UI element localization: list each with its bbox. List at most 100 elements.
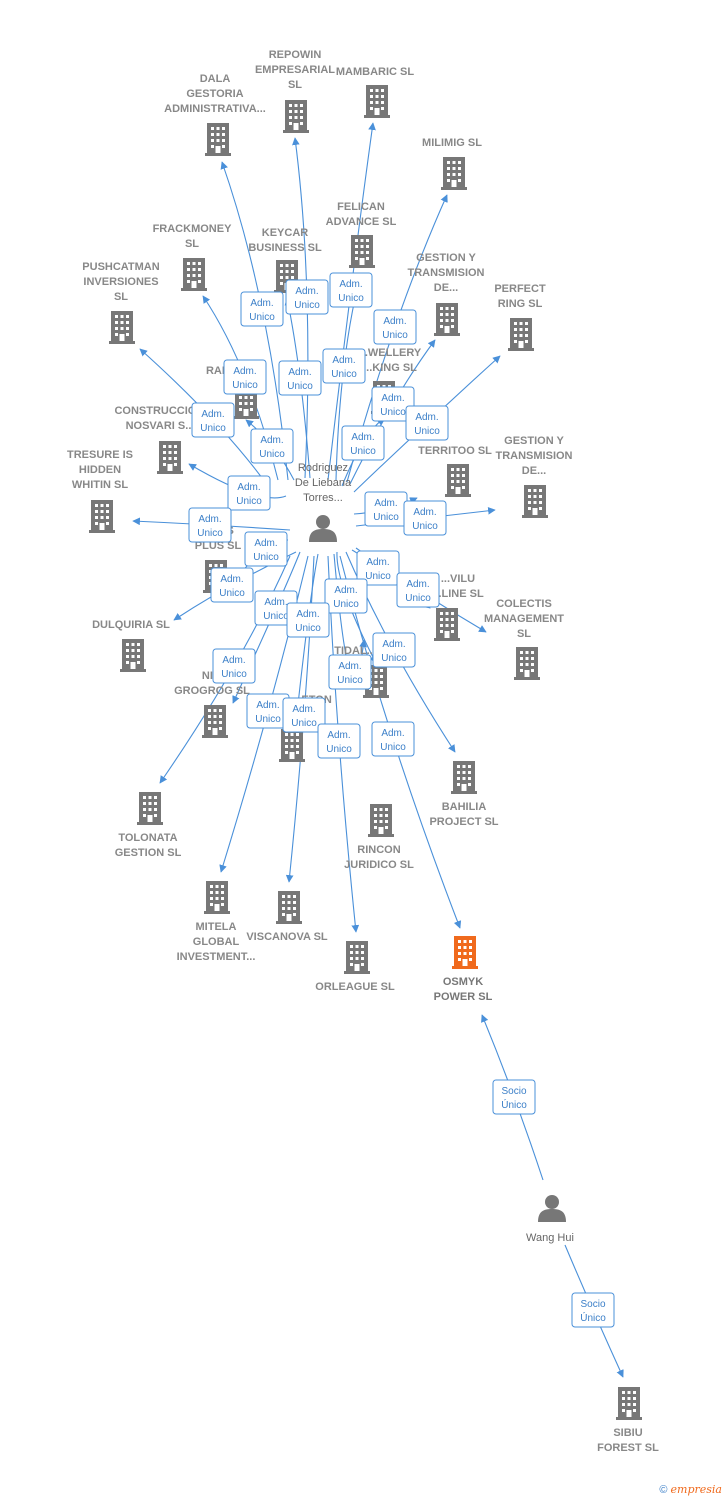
relation-badge[interactable]: Adm.Unico bbox=[286, 602, 330, 638]
company-label: TRESURE IS bbox=[67, 449, 133, 461]
relation-badge[interactable]: Adm.Unico bbox=[191, 402, 235, 438]
relation-badge-label: Adm. bbox=[292, 704, 315, 715]
relation-badge[interactable]: Adm.Unico bbox=[223, 359, 267, 395]
relation-badge-label: Unico bbox=[263, 611, 289, 622]
relation-badge[interactable]: Adm.Unico bbox=[356, 550, 400, 586]
company-label: TRANSMISION bbox=[496, 450, 573, 462]
relation-badge[interactable]: Adm.Unico bbox=[371, 721, 415, 757]
relation-badge[interactable]: Adm.Unico bbox=[250, 428, 294, 464]
building-icon bbox=[445, 464, 471, 497]
relation-badge-label: Unico bbox=[253, 552, 279, 563]
company-label: DULQUIRIA SL bbox=[92, 619, 170, 631]
relation-badge[interactable]: Adm. Unico bbox=[329, 272, 373, 308]
company-node-c3[interactable]: DALAGESTORIAADMINISTRATIVA... bbox=[164, 73, 266, 156]
relation-badge-label: Adm. bbox=[256, 700, 279, 711]
relation-badge[interactable]: Adm.Unico bbox=[285, 279, 329, 315]
company-label: EMPRESARIAL bbox=[255, 64, 335, 76]
relation-badge-label: Unico bbox=[326, 744, 352, 755]
relation-badge[interactable]: Adm.Unico bbox=[246, 693, 290, 729]
company-node-c14[interactable]: TERRITOO SL bbox=[418, 445, 492, 497]
relation-badge[interactable]: Adm.Unico bbox=[212, 648, 256, 684]
relation-badge-label: Unico bbox=[197, 528, 223, 539]
relation-badge-label: Adm. bbox=[415, 412, 438, 423]
relation-badge-label: Unico bbox=[219, 588, 245, 599]
relation-badge[interactable]: Adm.Unico bbox=[364, 491, 408, 527]
company-node-c21[interactable]: TIDAL... bbox=[334, 645, 389, 698]
company-node-c4[interactable]: MILIMIG SL bbox=[422, 137, 482, 190]
company-node-c28[interactable]: VISCANOVA SL bbox=[246, 891, 328, 943]
company-node-c29[interactable]: ORLEAGUE SL bbox=[315, 941, 395, 993]
building-icon bbox=[508, 318, 534, 351]
building-icon bbox=[120, 639, 146, 672]
company-node-c20[interactable]: DULQUIRIA SL bbox=[92, 619, 170, 672]
building-icon bbox=[204, 881, 230, 914]
company-label: CONSTRUCCIO... bbox=[114, 405, 205, 417]
relation-badge-label: Unico bbox=[200, 423, 226, 434]
relation-badge[interactable]: Adm.Unico bbox=[328, 654, 372, 690]
company-label: SL bbox=[185, 238, 199, 250]
company-node-c15[interactable]: GESTION YTRANSMISIONDE... bbox=[496, 435, 573, 518]
relation-badge-box bbox=[322, 348, 366, 384]
relation-badge-label: Unico bbox=[338, 293, 364, 304]
relation-badge-label: Unico bbox=[350, 446, 376, 457]
relation-badge[interactable]: Adm. Unico bbox=[210, 567, 254, 603]
company-node-c2[interactable]: MAMBARIC SL bbox=[336, 66, 414, 118]
relation-badge[interactable]: Adm.Unico bbox=[244, 531, 288, 567]
relation-badge[interactable]: Adm.Unico bbox=[403, 500, 447, 536]
company-node-c12[interactable]: ...WELLERY...KING SL bbox=[359, 347, 422, 414]
relation-badge[interactable]: Adm.Unico bbox=[240, 291, 284, 327]
relation-badge[interactable]: Adm.Unico bbox=[371, 386, 415, 422]
company-node-c27[interactable]: MITELAGLOBALINVESTMENT... bbox=[177, 881, 256, 963]
relation-badge[interactable]: Adm.Unico bbox=[372, 632, 416, 668]
relation-badge[interactable]: Adm.Unico bbox=[324, 578, 368, 614]
relation-badge[interactable]: Adm.Unico bbox=[405, 405, 449, 441]
company-label: TOLONATA bbox=[118, 832, 177, 844]
relation-badge-label: Adm. bbox=[220, 574, 243, 585]
person-node-p2[interactable]: Wang Hui bbox=[526, 1195, 574, 1244]
company-node-c8[interactable]: GESTION YTRANSMISIONDE... bbox=[408, 252, 485, 336]
company-label: GLOBAL bbox=[193, 936, 240, 948]
company-label: INVESTMENT... bbox=[177, 951, 256, 963]
relation-badge[interactable]: Adm.Unico bbox=[282, 697, 326, 733]
company-label: WHITIN SL bbox=[72, 479, 128, 491]
relation-badge-box bbox=[571, 1292, 615, 1328]
relation-badge[interactable]: Adm.Unico bbox=[322, 348, 366, 384]
company-node-c13[interactable]: CONSTRUCCIO...NOSVARI S... bbox=[114, 405, 206, 474]
relation-badge[interactable]: Adm.Unico bbox=[227, 475, 271, 511]
relation-badge-label: Adm. bbox=[295, 286, 318, 297]
company-label: MANAGEMENT bbox=[484, 613, 564, 625]
company-node-c18[interactable]: ...VILU...LINE SL bbox=[432, 573, 484, 641]
relation-badge[interactable]: Adm.Unico bbox=[341, 425, 385, 461]
relation-badge[interactable]: Adm.Unico bbox=[317, 723, 361, 759]
building-icon bbox=[616, 1387, 642, 1420]
building-icon bbox=[344, 941, 370, 974]
relation-badge-label: Adm. bbox=[339, 279, 362, 290]
relation-badge[interactable]: Adm.Unico bbox=[188, 507, 232, 543]
building-icon bbox=[276, 891, 302, 924]
building-icon bbox=[279, 729, 305, 762]
relation-badge[interactable]: Adm.Unico bbox=[373, 309, 417, 345]
relation-badge-box bbox=[191, 402, 235, 438]
relation-badge-box bbox=[405, 405, 449, 441]
relation-badge[interactable]: Adm.Unico bbox=[278, 360, 322, 396]
company-label: DE... bbox=[522, 465, 546, 477]
relation-badge[interactable]: Adm.Unico bbox=[396, 572, 440, 608]
